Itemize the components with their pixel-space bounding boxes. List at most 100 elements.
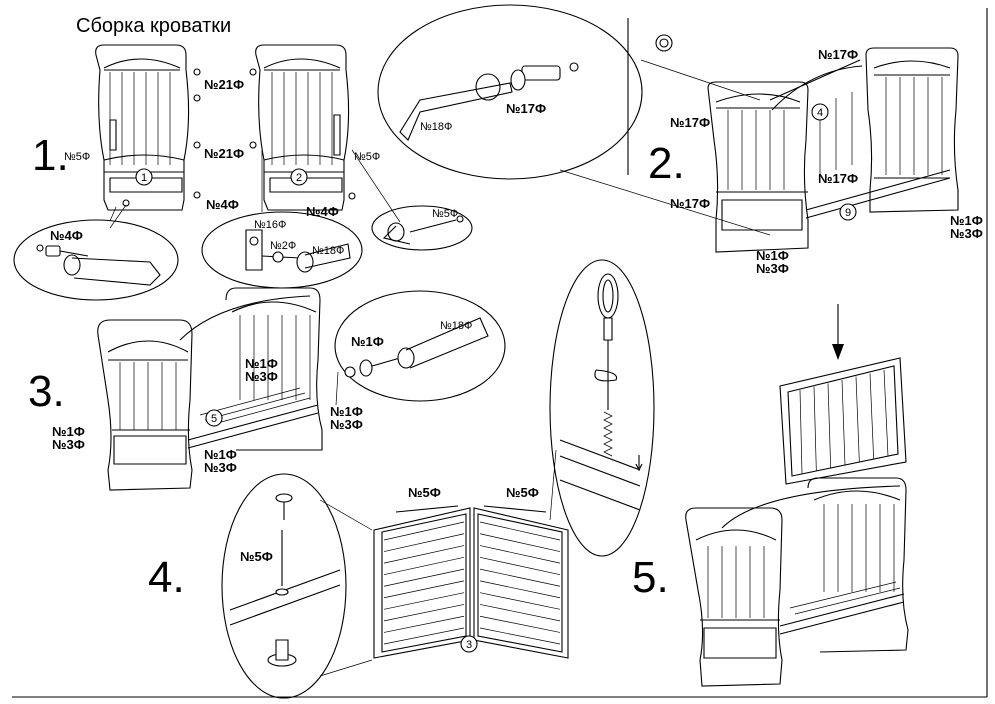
step3-part-1-3-center: №1Ф №3Ф bbox=[245, 357, 278, 383]
slat-step5-line bbox=[842, 380, 845, 465]
step1-part-5-right: №5Ф bbox=[354, 151, 381, 163]
step3-part-1-3-left: №1Ф №3Ф bbox=[52, 425, 85, 451]
zoom-bubble-bolt-17 bbox=[378, 5, 770, 235]
slat-step5-line bbox=[800, 390, 802, 474]
step3-part-1-3-bottom: №1Ф №3Ф bbox=[204, 448, 237, 474]
diagram-title: Сборка кроватки bbox=[76, 15, 232, 37]
slats-right bbox=[480, 522, 560, 644]
callout-1: 1 bbox=[136, 169, 152, 185]
slat-right-line bbox=[480, 522, 560, 540]
step-3-label: 3. bbox=[28, 367, 65, 416]
slat-right-line bbox=[480, 616, 560, 632]
callout-4: 4 bbox=[812, 104, 828, 120]
crib-frame-step-3 bbox=[98, 288, 322, 490]
step1-part-4-right: №4Ф bbox=[306, 204, 339, 219]
slat-left-line bbox=[384, 593, 464, 610]
zoom-label-key-18-step2: №18Ф bbox=[420, 121, 453, 133]
step3-part-1-bottom: №1Ф bbox=[204, 447, 237, 462]
step1-part-5-left: №5Ф bbox=[64, 151, 91, 163]
zoom-label-bolt-16: №16Ф bbox=[254, 219, 287, 231]
callout-5-text: 5 bbox=[211, 413, 217, 425]
slats-step-5 bbox=[800, 370, 888, 474]
slat-left-line bbox=[384, 522, 464, 540]
zoom-label-screw-5: №5Ф bbox=[432, 208, 459, 220]
step2-part-3-right: №3Ф bbox=[950, 226, 983, 241]
step3-part-3-right: №3Ф bbox=[330, 417, 363, 432]
step-5-label: 5. bbox=[632, 553, 669, 602]
slat-right-line bbox=[480, 557, 560, 574]
zoom-bubble-screw-5 bbox=[372, 206, 472, 250]
slat-step5-line bbox=[884, 370, 888, 456]
zoom-label-bolt-4: №4Ф bbox=[50, 228, 83, 243]
zoom-bubble-step-4 bbox=[222, 474, 372, 698]
zoom-label-washer-2: №2Ф bbox=[270, 240, 297, 252]
crib-frame-step-5 bbox=[686, 478, 908, 686]
screws-step1-right bbox=[250, 69, 400, 222]
zoom-bubble-bolt-16 bbox=[202, 150, 362, 288]
step1-part-4-left: №4Ф bbox=[206, 197, 239, 212]
page-border bbox=[12, 8, 987, 697]
step2-part-1-bottom: №1Ф bbox=[756, 248, 789, 263]
step-2-label: 2. bbox=[648, 139, 685, 188]
screws-step1-left bbox=[110, 69, 200, 228]
step1-part-21-mid: №21Ф bbox=[204, 146, 245, 161]
step2-part-1-3-right: №1Ф №3Ф bbox=[950, 214, 983, 240]
zoom-label-nut-1: №1Ф bbox=[351, 334, 384, 349]
slat-right-line bbox=[480, 593, 560, 610]
step1-part-21-top: №21Ф bbox=[204, 77, 245, 92]
callout-4-text: 4 bbox=[817, 107, 823, 119]
step3-part-1-right: №1Ф bbox=[330, 404, 363, 419]
step-4-label: 4. bbox=[148, 553, 185, 602]
step2-part-17-left-b: №17Ф bbox=[670, 196, 711, 211]
zoom-label-bolt-17: №17Ф bbox=[506, 101, 547, 116]
callout-9-text: 9 bbox=[845, 207, 851, 219]
crib-frame-step-2 bbox=[708, 48, 958, 252]
headboard-panel-2 bbox=[256, 45, 349, 210]
step-1-label: 1. bbox=[32, 131, 69, 180]
callout-1-text: 1 bbox=[141, 172, 147, 184]
callout-2-text: 2 bbox=[296, 172, 302, 184]
slat-left-line bbox=[384, 546, 464, 564]
zoom-label-key-18: №18Ф bbox=[312, 245, 345, 257]
slat-step5-line bbox=[856, 377, 859, 462]
step2-part-1-right: №1Ф bbox=[950, 213, 983, 228]
slat-left-line bbox=[384, 569, 464, 586]
step2-part-17-left-a: №17Ф bbox=[670, 115, 711, 130]
step3-part-3-bottom: №3Ф bbox=[204, 460, 237, 475]
slat-right-line bbox=[480, 534, 560, 552]
callout-9: 9 bbox=[840, 204, 856, 220]
step2-part-3-bottom: №3Ф bbox=[756, 261, 789, 276]
callout-5: 5 bbox=[206, 410, 222, 426]
drop-arrow bbox=[832, 304, 844, 360]
slats-left bbox=[384, 522, 464, 644]
slat-left-line bbox=[384, 557, 464, 574]
zoom-bubble-step-3 bbox=[335, 291, 505, 405]
slat-right-line bbox=[480, 628, 560, 644]
side-panel-step-5 bbox=[780, 358, 906, 484]
callout-3: 3 bbox=[461, 636, 477, 652]
slat-left-line bbox=[384, 616, 464, 632]
callout-3-text: 3 bbox=[466, 639, 472, 651]
callout-2: 2 bbox=[291, 169, 307, 185]
slat-step5-line bbox=[870, 373, 874, 459]
step3-part-1-left: №1Ф bbox=[52, 424, 85, 439]
step3-part-1-center: №1Ф bbox=[245, 356, 278, 371]
slat-step5-line bbox=[814, 387, 816, 471]
slat-right-line bbox=[480, 604, 560, 620]
slat-left-line bbox=[384, 534, 464, 552]
slat-right-line bbox=[480, 546, 560, 564]
slat-step5-line bbox=[828, 383, 831, 468]
step3-part-1-3-right: №1Ф №3Ф bbox=[330, 405, 363, 431]
zoom-label-key-18-step3: №18Ф bbox=[440, 320, 473, 332]
step4-part-5-right: №5Ф bbox=[506, 485, 539, 500]
step2-part-17-top: №17Ф bbox=[818, 47, 859, 62]
step3-part-3-center: №3Ф bbox=[245, 369, 278, 384]
zoom-bubble-screwdriver bbox=[550, 260, 654, 556]
step2-part-17-mid: №17Ф bbox=[818, 171, 859, 186]
slat-left-line bbox=[384, 581, 464, 598]
step3-part-3-left: №3Ф bbox=[52, 437, 85, 452]
slat-right-line bbox=[480, 581, 560, 598]
slat-right-line bbox=[480, 569, 560, 586]
